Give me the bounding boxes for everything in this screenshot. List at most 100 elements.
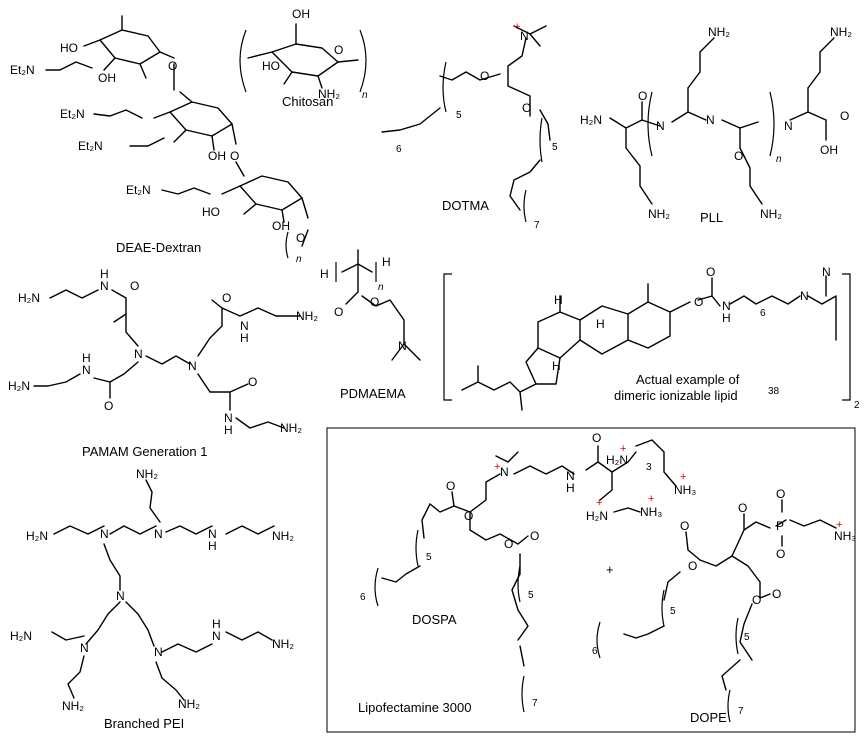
deae-oh-1: OH bbox=[98, 71, 116, 85]
dope-o-6: O bbox=[752, 593, 761, 607]
pei-nh2-2: NH₂ bbox=[272, 637, 294, 651]
dospa-plus-5: + bbox=[648, 493, 654, 505]
dimeric-6: 6 bbox=[760, 308, 766, 319]
dope-plus: + bbox=[836, 519, 842, 531]
dospa-h-amide: H bbox=[566, 481, 575, 495]
dospa-plus-3: + bbox=[680, 471, 686, 483]
chitosan-nh2: NH₂ bbox=[318, 87, 340, 101]
dimeric-ref: 38 bbox=[768, 386, 780, 397]
deae-oh-2: OH bbox=[208, 149, 226, 163]
pll-nh2-1: NH₂ bbox=[708, 25, 730, 39]
dope-o-3: O bbox=[738, 501, 747, 515]
pamam-h-2: H bbox=[240, 331, 249, 345]
pei-n-2: N bbox=[154, 527, 163, 541]
dospa-plus-2: + bbox=[620, 443, 626, 455]
dotma-7: 7 bbox=[534, 220, 540, 231]
dospa-n-amide: N bbox=[566, 469, 575, 483]
dope-o-1: O bbox=[688, 559, 697, 573]
pamam-h2n-2: H₂N bbox=[8, 379, 30, 393]
dope-5a: 5 bbox=[670, 606, 676, 617]
dospa-n-cation: N bbox=[500, 465, 509, 479]
dotma-plus: + bbox=[514, 21, 520, 33]
chitosan-ho: HO bbox=[262, 59, 280, 73]
pei-nh2-top: NH₂ bbox=[136, 467, 158, 481]
pei-h-2: H bbox=[212, 617, 221, 631]
pdmaema-h-1: H bbox=[320, 267, 329, 281]
dimeric-h-4: H bbox=[552, 359, 561, 373]
pdmaema-label: PDMAEMA bbox=[340, 386, 406, 401]
pll-n-1: N bbox=[656, 119, 665, 133]
dospa-nh3-1: NH₃ bbox=[674, 483, 696, 497]
pll-o-2: O bbox=[734, 149, 743, 163]
pamam-o-2: O bbox=[222, 291, 231, 305]
dimeric-h-2: H bbox=[554, 293, 563, 307]
deae-et2n-3: Et₂N bbox=[78, 139, 103, 153]
dospa-7: 7 bbox=[532, 698, 538, 709]
dospa-5a: 5 bbox=[426, 552, 432, 563]
pamam-nh2-1: NH₂ bbox=[296, 309, 318, 323]
pdmaema-n-atom: N bbox=[398, 339, 407, 353]
pll-h2n: H₂N bbox=[580, 113, 602, 127]
pll-structure bbox=[609, 37, 835, 205]
deae-n: n bbox=[296, 254, 302, 265]
pll-label: PLL bbox=[700, 210, 723, 225]
chitosan-structure bbox=[239, 23, 367, 93]
chitosan-o: O bbox=[334, 43, 343, 57]
dimeric-h-1: H bbox=[722, 311, 731, 325]
pamam-n-core1: N bbox=[134, 347, 143, 361]
dotma-5b: 5 bbox=[552, 142, 558, 153]
dimeric-caption-2: dimeric ionizable lipid bbox=[614, 388, 738, 403]
dospa-h2n-2: H₂N bbox=[586, 509, 608, 523]
dotma-label: DOTMA bbox=[442, 198, 489, 213]
pll-o-1: O bbox=[638, 89, 647, 103]
deae-ho-2: HO bbox=[202, 205, 220, 219]
dope-5b: 5 bbox=[744, 632, 750, 643]
pei-nh2-1: NH₂ bbox=[272, 529, 294, 543]
dope-structure bbox=[596, 499, 837, 723]
dope-o-7: O bbox=[772, 587, 781, 601]
pll-n: n bbox=[776, 154, 782, 165]
chitosan-label: Chitosan bbox=[282, 94, 333, 109]
lipofectamine-box bbox=[326, 427, 856, 733]
dope-o-5: O bbox=[776, 547, 785, 561]
deae-o-2: O bbox=[230, 149, 239, 163]
pdmaema-o-2: O bbox=[370, 295, 379, 309]
dotma-5a: 5 bbox=[456, 110, 462, 121]
pamam-o-1: O bbox=[130, 279, 139, 293]
dimeric-n-3: N bbox=[822, 265, 831, 279]
pll-nh2-2: NH₂ bbox=[830, 25, 852, 39]
dope-o-2: O bbox=[680, 519, 689, 533]
dotma-o-2: O bbox=[522, 101, 531, 115]
lipofectamine-label: Lipofectamine 3000 bbox=[358, 700, 471, 715]
pamam-h-3: H bbox=[82, 351, 91, 365]
pdmaema-structure bbox=[335, 249, 421, 361]
deae-et2n-4: Et₂N bbox=[126, 183, 151, 197]
pei-n-4: N bbox=[116, 589, 125, 603]
dope-6: 6 bbox=[592, 646, 598, 657]
dope-label: DOPE bbox=[690, 710, 727, 725]
dimeric-n-1: N bbox=[722, 299, 731, 313]
dospa-plus-4: + bbox=[596, 497, 602, 509]
deae-et2n-2: Et₂N bbox=[60, 107, 85, 121]
dimeric-lipid-structure bbox=[443, 273, 851, 411]
deae-oh-3: OH bbox=[272, 219, 290, 233]
dospa-o-amide: O bbox=[592, 431, 601, 445]
dimeric-n-2: N bbox=[800, 289, 809, 303]
dotma-6: 6 bbox=[396, 144, 402, 155]
pei-h2n-2: H₂N bbox=[10, 629, 32, 643]
deae-o-3: O bbox=[296, 231, 305, 245]
pei-h2n-1: H₂N bbox=[26, 529, 48, 543]
dimeric-h-3: H bbox=[596, 317, 605, 331]
pamam-n-3: N bbox=[82, 363, 91, 377]
dospa-o-3: O bbox=[504, 537, 513, 551]
dospa-o-1: O bbox=[446, 479, 455, 493]
pei-nh2-3: NH₂ bbox=[62, 699, 84, 713]
pamam-n-core2: N bbox=[188, 359, 197, 373]
pamam-n-2: N bbox=[240, 319, 249, 333]
pdmaema-n: n bbox=[378, 282, 384, 293]
dope-p: P bbox=[776, 519, 784, 533]
pamam-o-4: O bbox=[248, 375, 257, 389]
pamam-o-3: O bbox=[104, 399, 113, 413]
deae-ho-1: HO bbox=[60, 41, 78, 55]
